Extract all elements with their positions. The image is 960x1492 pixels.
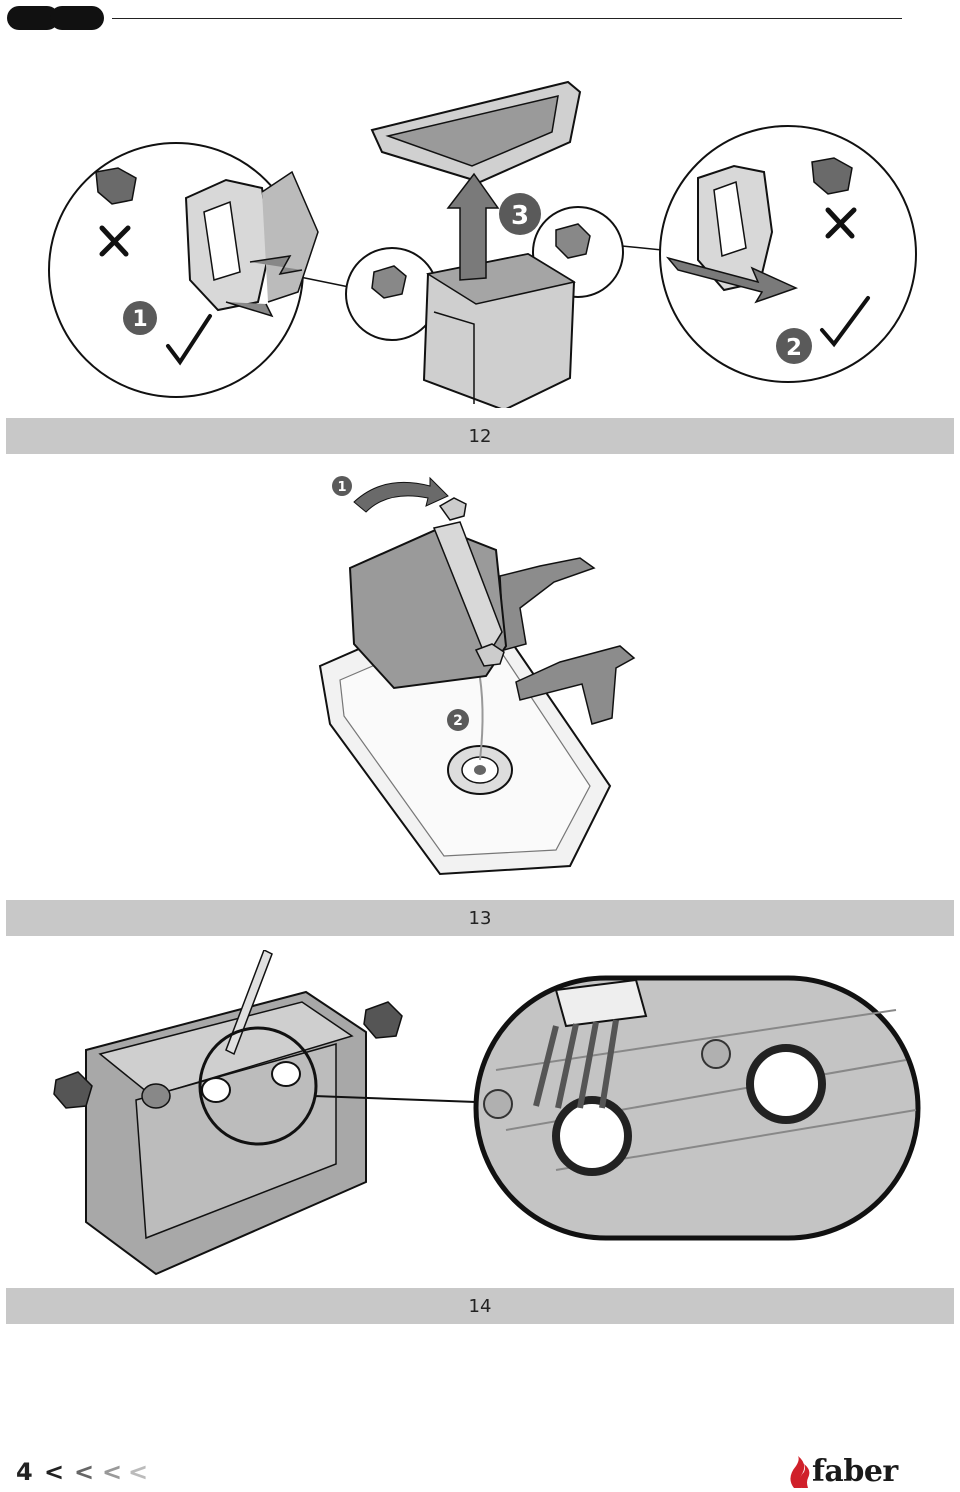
up-arrow-icon (446, 172, 500, 281)
svg-text:2: 2 (453, 713, 463, 729)
figure-12-caption: 12 (6, 418, 954, 454)
language-marker-2 (50, 6, 104, 30)
figure-13-caption: 13 (6, 900, 954, 936)
step-1-badge (123, 301, 157, 335)
svg-text:3: 3 (511, 201, 529, 231)
step-3-badge (499, 193, 541, 235)
step-1-badge (332, 476, 352, 496)
step-2-badge (447, 709, 469, 731)
figure-14-illustration (53, 950, 921, 1276)
header-rule (112, 18, 902, 19)
wrong-mark-icon (825, 207, 857, 239)
figure-13-illustration: 1 2 (318, 476, 636, 876)
step-2-badge (776, 328, 812, 364)
figure-12-panel: 1 3 2 (36, 62, 924, 408)
nav-arrow-4[interactable]: < (128, 1458, 149, 1486)
nav-arrow-2[interactable]: < (74, 1458, 95, 1486)
svg-text:1: 1 (337, 480, 346, 495)
nav-arrow-3[interactable]: < (102, 1458, 123, 1486)
figure-14-panel (36, 950, 924, 1276)
svg-text:1: 1 (132, 307, 147, 332)
check-mark-icon (820, 296, 870, 348)
figure-14-caption: 14 (6, 1288, 954, 1324)
svg-text:2: 2 (786, 335, 802, 361)
check-mark-icon (166, 314, 212, 366)
flame-icon (790, 1456, 810, 1488)
figure-13-panel: 1 2 (310, 466, 650, 890)
brand-name: faber (812, 1454, 898, 1489)
rotate-arrow-icon (353, 476, 449, 513)
brand-logo: faber (786, 1454, 912, 1492)
wrong-mark-icon (99, 225, 131, 257)
page-number: 4 (16, 1458, 33, 1486)
figure-12-illustration: 1 3 2 (48, 80, 917, 408)
right-arrow-icon (665, 256, 799, 304)
nav-arrow-1[interactable]: < (44, 1458, 65, 1486)
